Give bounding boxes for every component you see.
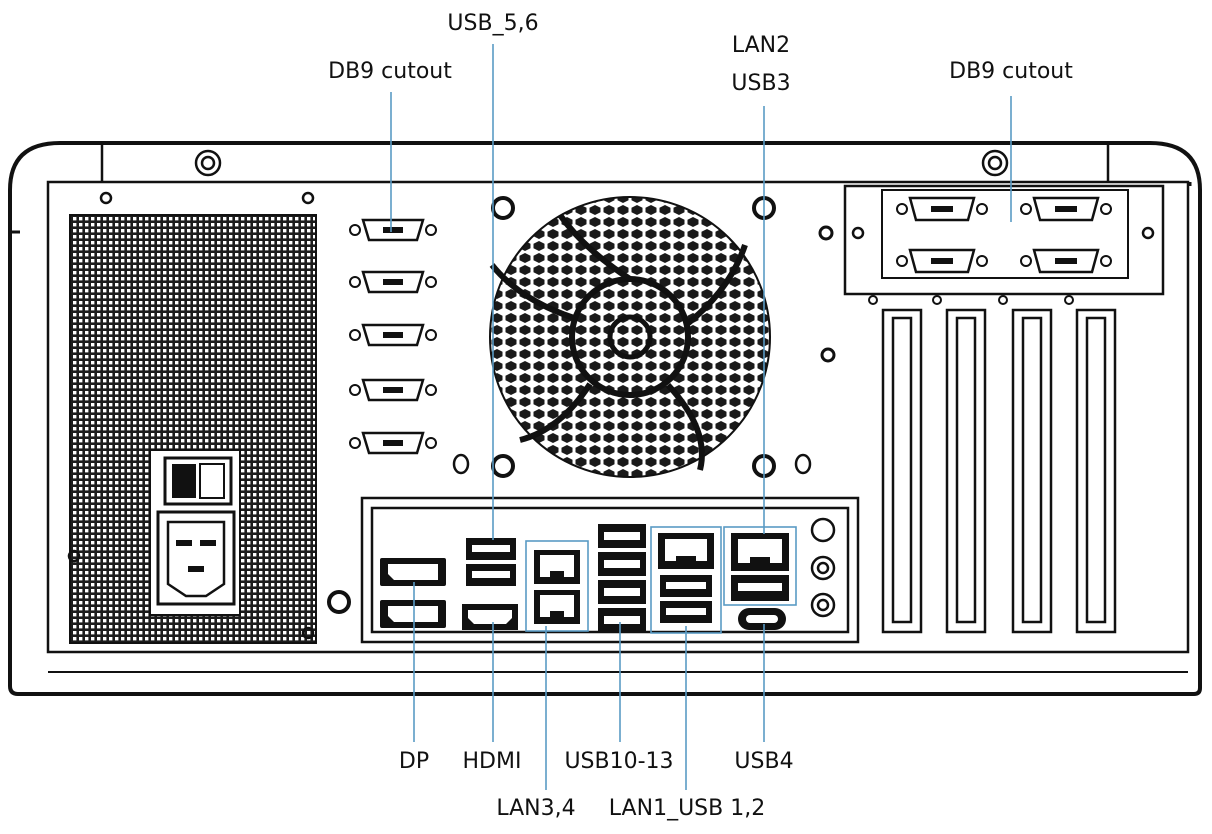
usb-c-port-icon: [738, 608, 786, 630]
screw-icon: [67, 191, 315, 640]
label-usb-5-6: USB_5,6: [447, 11, 538, 36]
screw-icon: [327, 196, 836, 614]
power-supply: [69, 214, 317, 644]
power-switch-icon: [163, 456, 233, 506]
audio-jack-icon: [810, 517, 836, 618]
lan-port-icon: [525, 540, 589, 632]
fan-grille: [489, 196, 771, 478]
leader-lines: [390, 44, 1012, 790]
lan-usb-port-icon: [723, 526, 797, 606]
label-db9-cutout-right: DB9 cutout: [949, 59, 1073, 84]
usb-port-icon: [466, 538, 516, 586]
db9-cutouts-left: [349, 218, 437, 455]
dp-port-icon: [380, 558, 446, 628]
thumb-screw-icon: [194, 149, 222, 177]
label-dp: DP: [399, 749, 429, 774]
label-lan1-usb1-2: LAN1_USB 1,2: [609, 796, 765, 821]
label-usb3: USB3: [731, 71, 790, 96]
label-lan2: LAN2: [732, 33, 790, 58]
label-usb10-13: USB10-13: [564, 749, 673, 774]
label-usb4: USB4: [734, 749, 793, 774]
label-db9-cutout-left: DB9 cutout: [328, 59, 452, 84]
lan-usb-port-icon: [650, 526, 722, 634]
ac-inlet-icon: [156, 510, 236, 606]
hdmi-port-icon: [462, 604, 518, 630]
label-hdmi: HDMI: [463, 749, 522, 774]
thumb-screw-icon: [981, 149, 1009, 177]
db9-bracket-right: [843, 184, 1165, 296]
expansion-slots: [868, 295, 1117, 634]
label-lan3-4: LAN3,4: [496, 796, 575, 821]
usb-port-icon: [598, 524, 646, 632]
